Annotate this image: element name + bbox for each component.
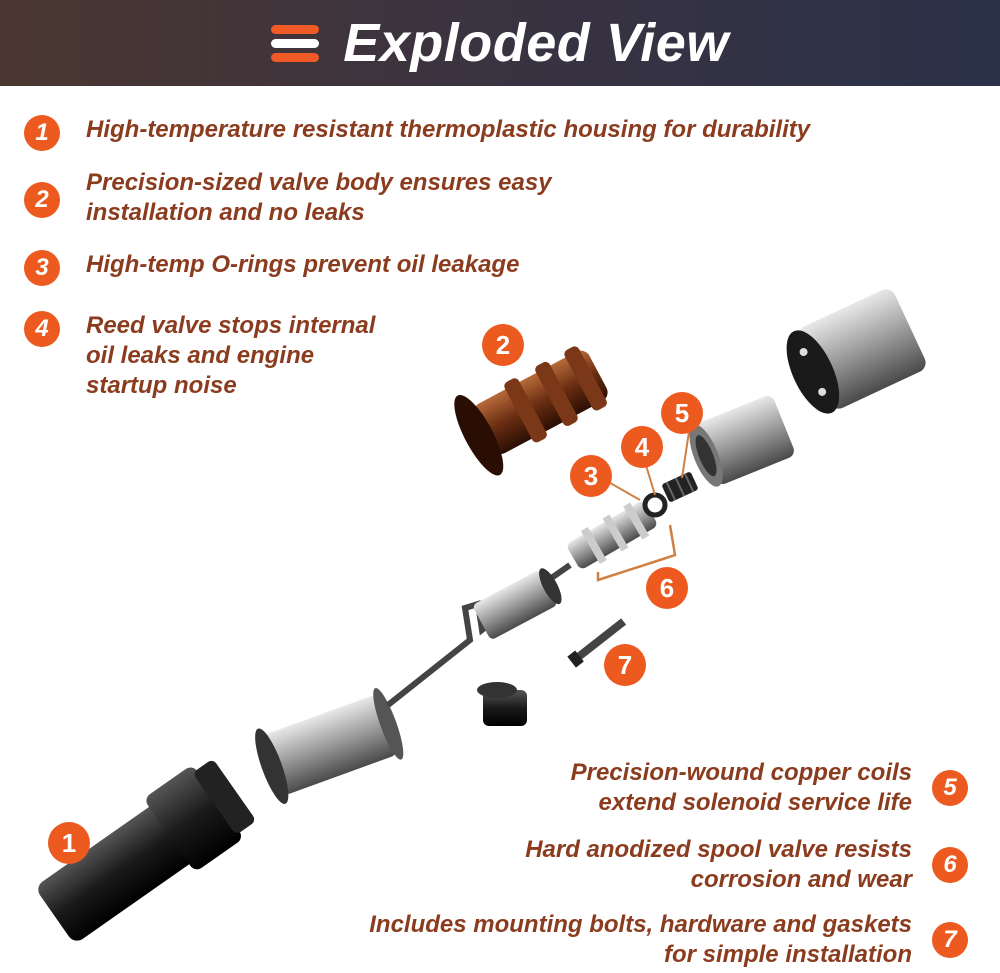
leader-line [681, 424, 691, 479]
spool-valve-part [567, 501, 657, 569]
callout-5: 5 [661, 392, 703, 434]
leader-line [604, 479, 641, 501]
feature-item-2: 2 Precision-sized valve body ensures eas… [24, 168, 552, 228]
feature-text: Includes mounting bolts, hardware and ga… [369, 911, 912, 968]
reed-valve-part [662, 472, 698, 502]
feature-text: Reed valve stops internal oil leaks and … [86, 312, 376, 399]
o-ring-part [642, 492, 668, 518]
end-cap-part [786, 289, 926, 414]
page-title: Exploded View [343, 13, 729, 73]
number-badge: 5 [932, 770, 968, 806]
feature-text: High-temp O-rings prevent oil leakage [86, 251, 520, 278]
number-badge: 7 [932, 922, 968, 958]
number-badge: 6 [932, 847, 968, 883]
callout-2: 2 [482, 324, 524, 366]
coil-sleeve-part [689, 396, 794, 487]
feature-item-7: Includes mounting bolts, hardware and ga… [369, 910, 968, 970]
feature-item-6: Hard anodized spool valve resists corros… [525, 835, 968, 895]
plunger-part [473, 568, 562, 639]
feature-item-5: Precision-wound copper coils extend sole… [571, 758, 968, 818]
leader-line [644, 461, 656, 496]
header-banner: Exploded View [0, 0, 1000, 86]
feature-text: Precision-sized valve body ensures easy … [86, 169, 552, 226]
coil-tube-part [255, 687, 404, 804]
feature-text: Precision-wound copper coils extend sole… [570, 759, 912, 816]
callout-6: 6 [646, 567, 688, 609]
number-badge: 2 [24, 182, 60, 218]
spool-bracket [596, 524, 677, 582]
callout-7: 7 [604, 644, 646, 686]
number-badge: 4 [24, 311, 60, 347]
callout-3: 3 [570, 455, 612, 497]
callout-4: 4 [621, 426, 663, 468]
gasket-part [477, 682, 527, 726]
feature-text: Hard anodized spool valve resists corros… [525, 836, 912, 893]
number-badge: 1 [24, 115, 60, 151]
feature-text: High-temperature resistant thermoplastic… [86, 116, 811, 143]
bolt-part [567, 618, 627, 668]
housing-part [38, 760, 255, 941]
valve-body-part [454, 346, 608, 476]
callout-1: 1 [48, 822, 90, 864]
feature-item-1: 1 High-temperature resistant thermoplast… [24, 115, 810, 151]
number-badge: 3 [24, 250, 60, 286]
feature-item-4: 4 Reed valve stops internal oil leaks an… [24, 311, 375, 401]
menu-bars-icon [271, 19, 321, 67]
feature-item-3: 3 High-temp O-rings prevent oil leakage [24, 250, 519, 286]
